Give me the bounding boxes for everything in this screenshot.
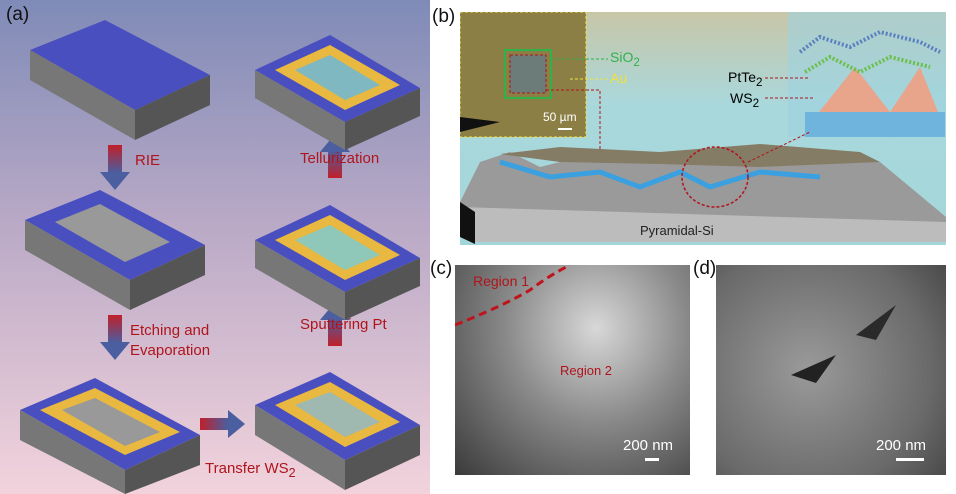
ptte2-text: PtTe: [728, 69, 757, 85]
step-label-transfer: Transfer WS2: [205, 460, 296, 480]
ws2-sub: 2: [752, 96, 760, 110]
region-boundary: [455, 265, 571, 327]
device-schematics: [20, 20, 420, 494]
panel-c-label: (c): [430, 258, 453, 279]
panel-d-label: (d): [693, 258, 717, 279]
region2-label: Region 2: [560, 363, 613, 378]
panel-c-sem-image: Region 1 Region 2 200 nm: [455, 265, 690, 475]
wafer-step2: [25, 190, 205, 310]
panel-a-label: (a): [6, 4, 30, 25]
step-label-etching: Etching and: [130, 322, 210, 339]
ptte2-label: PtTe2: [728, 69, 763, 89]
region1-label: Region 1: [473, 273, 530, 289]
sio2-text: SiO: [610, 49, 634, 65]
panel-a-process-flow: (a) RIE Etching and Evaporation Transfer…: [0, 0, 430, 494]
au-label: Au: [610, 70, 628, 86]
sio2-sub: 2: [633, 55, 640, 69]
scale-bar-c: [645, 458, 659, 461]
scale-label-c: 200 nm: [623, 437, 674, 454]
panel-b-schematic: SiO2 Au 50 µm PtTe2 WS2 Pyramidal-Si: [460, 12, 946, 245]
transfer-sub: 2: [288, 466, 296, 480]
scale-label-d: 200 nm: [876, 437, 927, 454]
step-label-evaporation: Evaporation: [130, 342, 211, 359]
scale-bar-d: [896, 458, 924, 461]
surface-features: [791, 305, 896, 383]
step-label-rie: RIE: [135, 152, 161, 169]
transfer-text: Transfer WS: [205, 460, 289, 477]
inset-scale-label: 50 µm: [543, 110, 577, 124]
wafer-step4: [255, 372, 420, 490]
step-label-sputtering: Sputtering Pt: [300, 316, 387, 333]
ws2-text: WS: [730, 90, 753, 106]
wafer-step3: [20, 378, 200, 494]
wafer-step6: [255, 35, 420, 150]
pyramidal-si-label: Pyramidal-Si: [640, 223, 714, 238]
ptte2-sub: 2: [756, 75, 763, 89]
sio2-label: SiO2: [610, 49, 640, 69]
panel-b-label: (b): [432, 6, 456, 27]
wafer-step1: [30, 20, 210, 140]
step-label-tellurization: Tellurization: [300, 150, 380, 167]
panel-d-sem-image: 200 nm: [716, 265, 946, 475]
ws2-label: WS2: [730, 90, 759, 110]
wafer-step5: [255, 205, 420, 320]
pyramid-schematic: [460, 12, 946, 244]
